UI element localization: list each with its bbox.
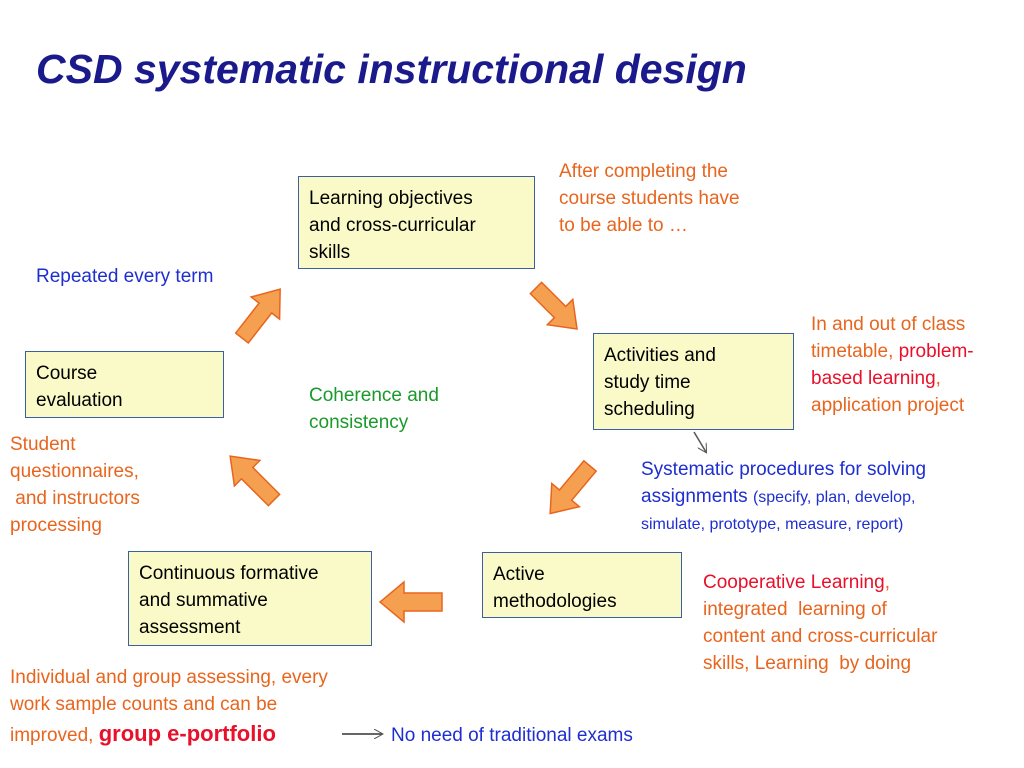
note-text: , (935, 368, 941, 389)
note-line: consistency (309, 412, 409, 433)
note-line: In and out of class (811, 314, 966, 335)
note-line: content and cross-curricular (703, 626, 938, 647)
after-completing-note: After completing the course students hav… (559, 158, 740, 239)
box-line: scheduling (604, 399, 695, 420)
in-out-class-note: In and out of class timetable, problem- … (811, 311, 974, 419)
note-line: to be able to … (559, 215, 688, 236)
arrow-assessment-to-evaluation-icon (229, 455, 281, 507)
arrow-objectives-to-activities-icon (529, 281, 578, 330)
learning-objectives-box: Learning objectives and cross-curricular… (298, 176, 535, 269)
box-line: evaluation (36, 390, 123, 411)
box-line: Learning objectives (309, 188, 473, 209)
note-line: processing (10, 515, 102, 536)
note-line: application project (811, 395, 965, 416)
box-line: and cross-curricular (309, 215, 476, 236)
note-line: skills, Learning by doing (703, 653, 912, 674)
assessment-box: Continuous formative and summative asses… (128, 551, 372, 646)
systematic-procedures-note: Systematic procedures for solving assign… (641, 456, 926, 538)
arrow-evaluation-to-objectives-icon (234, 288, 281, 344)
box-line: Course (36, 363, 98, 384)
activities-box: Activities and study time scheduling (593, 333, 794, 430)
note-line: Cooperative Learning, (703, 569, 937, 596)
note-line: Coherence and (309, 385, 439, 406)
note-line: questionnaires, (10, 461, 139, 482)
cooperative-learning-note: Cooperative Learning, integrated learnin… (703, 569, 937, 677)
note-line: course students have (559, 188, 740, 209)
note-line: After completing the (559, 161, 728, 182)
problem-highlight: based learning (811, 368, 936, 389)
active-methodologies-box: Active methodologies (482, 552, 682, 618)
note-line: work sample counts and can be (10, 694, 278, 715)
note-line: simulate, prototype, measure, report) (641, 516, 904, 533)
coherence-note: Coherence and consistency (309, 382, 439, 436)
arrow-active-to-assessment-icon (378, 580, 443, 624)
box-line: assessment (139, 617, 241, 638)
activities-to-procedures-connector-icon (693, 431, 706, 452)
note-line: Individual and group assessing, every (10, 667, 328, 688)
student-questionnaires-note: Student questionnaires, and instructors … (10, 431, 140, 539)
note-text: assignments (641, 486, 753, 507)
slide-title: CSD systematic instructional design (36, 46, 747, 92)
box-line: methodologies (493, 591, 617, 612)
problem-highlight: problem- (898, 341, 974, 362)
box-line: study time (604, 372, 691, 393)
arrow-activities-to-active-icon (549, 459, 598, 515)
note-line: based learning, (811, 365, 974, 392)
individual-group-note: Individual and group assessing, every wo… (10, 664, 328, 752)
box-line: Activities and (604, 345, 716, 366)
note-line: and instructors (10, 488, 140, 509)
note-text: , (884, 572, 890, 593)
note-line: improved, group e-portfolio (10, 718, 328, 752)
no-exams-note: No need of traditional exams (391, 725, 633, 746)
note-line: Systematic procedures for solving (641, 459, 927, 480)
eportfolio-highlight: group e-portfolio (98, 721, 276, 746)
box-line: skills (309, 242, 351, 263)
note-line: integrated learning of (703, 599, 887, 620)
course-evaluation-box: Course evaluation (25, 351, 224, 418)
note-line: timetable, problem- (811, 338, 974, 365)
note-text: timetable, (811, 341, 899, 362)
note-text: improved, (10, 725, 99, 746)
box-line: and summative (139, 590, 268, 611)
note-line: Student (10, 434, 76, 455)
note-text-small: (specify, plan, develop, (752, 489, 916, 506)
box-line: Active (493, 564, 545, 585)
note-line: assignments (specify, plan, develop, (641, 483, 926, 511)
box-line: Continuous formative (139, 563, 319, 584)
cooperative-highlight: Cooperative Learning (703, 572, 885, 593)
repeated-every-term-note: Repeated every term (36, 266, 214, 287)
